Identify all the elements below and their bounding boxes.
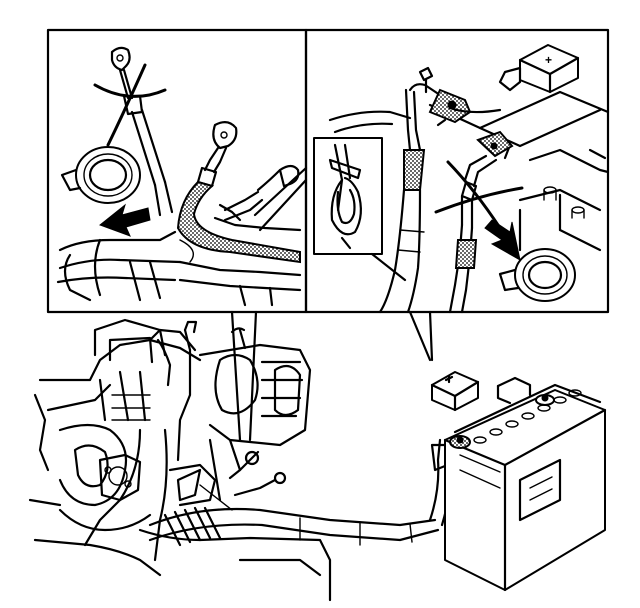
- right-inset-terminal-cap-label: +: [545, 53, 552, 67]
- left-inset-engine-parts: [56, 230, 302, 307]
- right-inset-main-cable: [378, 88, 478, 314]
- left-inset-cross-icon: [93, 63, 167, 147]
- right-inset-aux-cables: [328, 106, 502, 134]
- engine-bay-view: [28, 318, 607, 602]
- left-inset-new-cable: [176, 121, 302, 264]
- right-inset-tape-roll-icon: [498, 248, 576, 302]
- battery-positive-terminal: [535, 394, 555, 406]
- right-inset-terminal-cover-icon: +: [498, 44, 580, 94]
- battery-cell-caps: [473, 389, 582, 444]
- left-inset-tape-roll-icon: [60, 146, 141, 204]
- left-inset: [46, 28, 308, 314]
- left-inset-arrow-icon: [98, 203, 151, 237]
- engine-block: [28, 318, 332, 602]
- battery: [430, 371, 607, 592]
- wiring-harness: [148, 438, 462, 547]
- right-inset-cross-icon: [434, 160, 524, 230]
- right-inset-arrow-icon: [484, 219, 521, 261]
- positive-terminal-cover-icon: [430, 371, 480, 412]
- battery-negative-terminal: [449, 435, 471, 449]
- tie-wrap-detail: [313, 137, 383, 255]
- right-inset-negative-terminal: [408, 66, 514, 160]
- right-inset: +: [304, 28, 610, 314]
- callout-leaders: [230, 166, 434, 442]
